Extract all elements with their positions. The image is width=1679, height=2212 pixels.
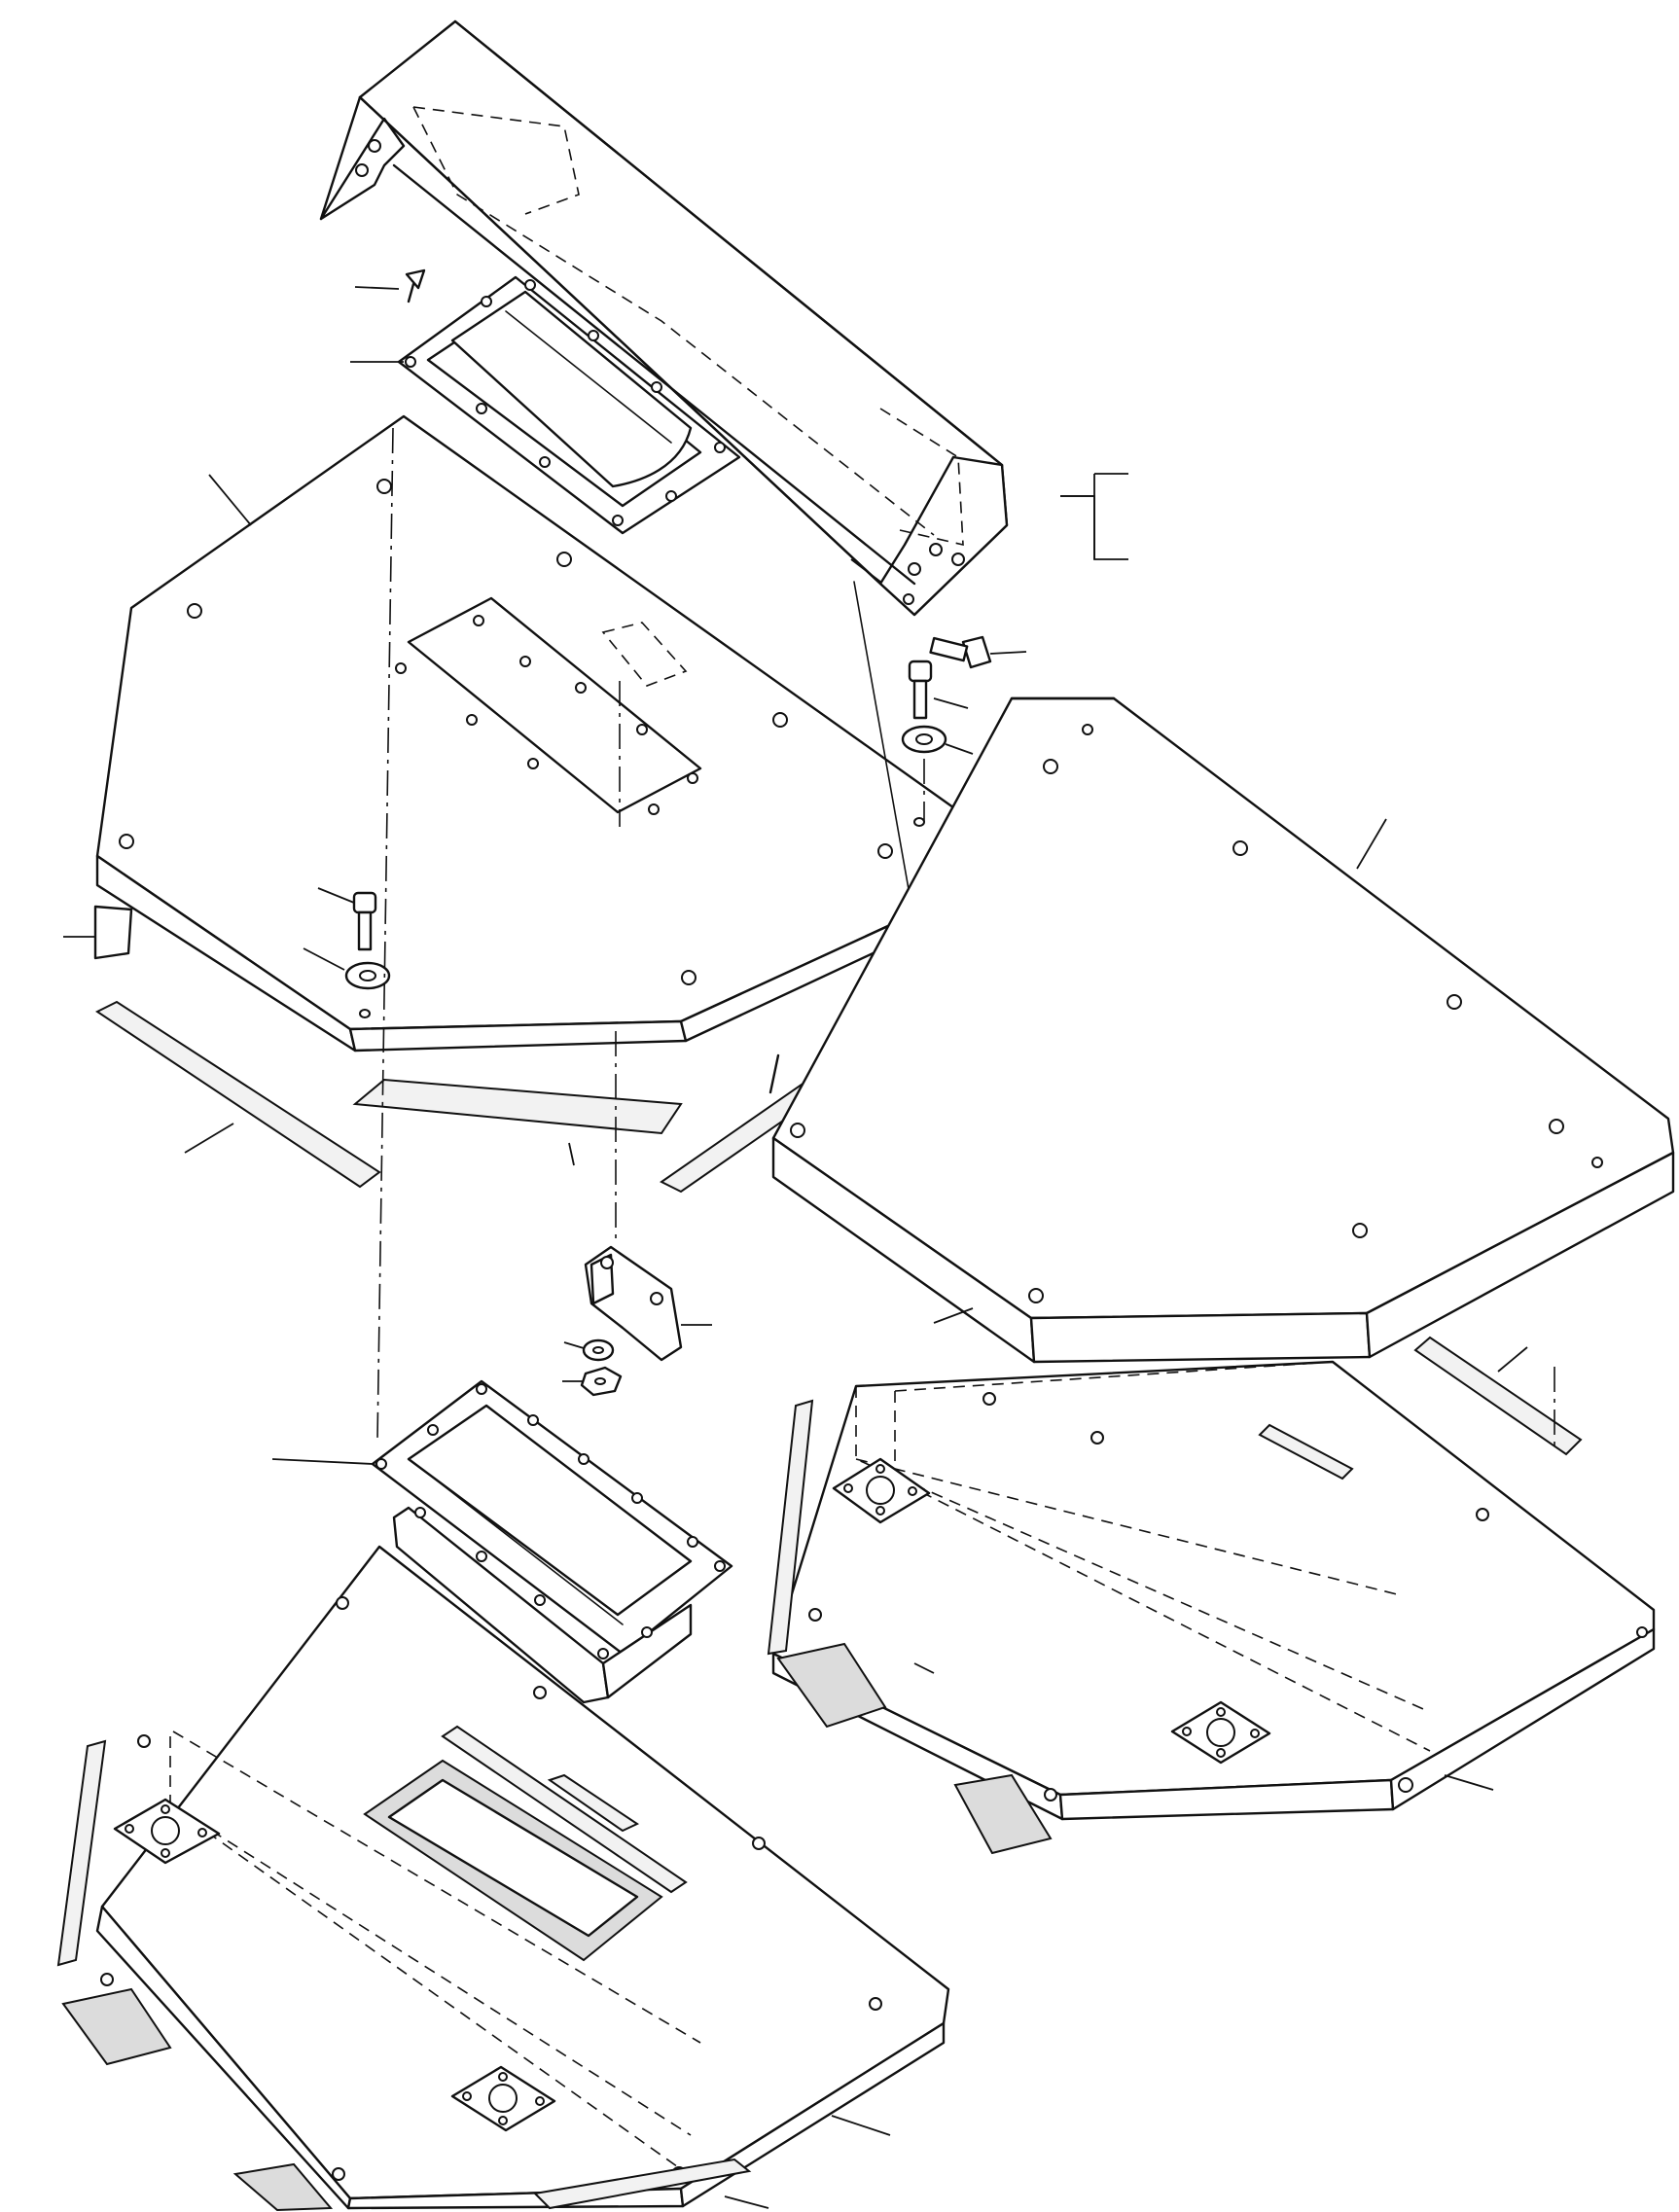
callout-leader bbox=[271, 1458, 374, 1465]
hinge-bracket bbox=[584, 1245, 683, 1362]
callout-leader bbox=[354, 286, 400, 290]
top-cover-shroud bbox=[319, 19, 1009, 617]
callout-leader bbox=[913, 1662, 935, 1674]
bolt-horizontal bbox=[929, 635, 992, 669]
callout-leader bbox=[850, 558, 881, 583]
duct-opening bbox=[363, 1759, 663, 1962]
callout-leader bbox=[724, 2195, 769, 2209]
callout-leader bbox=[989, 651, 1027, 655]
bracket-tab-left bbox=[93, 905, 133, 960]
callout-leader bbox=[933, 1307, 974, 1324]
upper-right-panel bbox=[771, 696, 1675, 1364]
mount-plate-upper bbox=[832, 1457, 931, 1524]
gasket-strip-middle bbox=[352, 1078, 683, 1135]
callout-leader bbox=[1356, 818, 1387, 870]
upper-left-panel bbox=[95, 414, 989, 1052]
callout-leader bbox=[563, 1341, 585, 1349]
mount-plate-lower bbox=[1170, 1700, 1271, 1765]
callout-leader bbox=[945, 743, 974, 755]
callout-leader bbox=[303, 947, 345, 971]
callout-leader bbox=[184, 1123, 234, 1154]
lock-washer bbox=[582, 1338, 615, 1362]
callout-leader bbox=[1497, 1346, 1528, 1373]
gasket-strip-left bbox=[95, 1000, 381, 1189]
duct-frame bbox=[371, 1379, 733, 1704]
hex-nut bbox=[580, 1366, 623, 1397]
mount-plate-left bbox=[113, 1798, 221, 1865]
vent-grille-top bbox=[397, 275, 741, 535]
alignment-line-left bbox=[376, 427, 394, 1441]
callout-leader bbox=[208, 474, 252, 526]
callout-leader bbox=[831, 2115, 891, 2136]
bolt-right bbox=[901, 660, 947, 827]
gasket-strip-far-right bbox=[1413, 1336, 1583, 1456]
bolt-left bbox=[344, 891, 391, 1018]
lower-left-panel bbox=[56, 1545, 950, 2212]
divider-mark bbox=[768, 1053, 780, 1094]
callout-leader bbox=[568, 1142, 575, 1166]
callout-leader bbox=[1444, 1774, 1494, 1791]
lower-right-panel bbox=[767, 1360, 1656, 1855]
callout-leader bbox=[317, 887, 355, 904]
gasket-strip-bottom bbox=[532, 2158, 752, 2210]
rod-line bbox=[853, 581, 915, 923]
screw bbox=[405, 268, 426, 303]
callout-leader bbox=[933, 697, 969, 709]
mount-plate-bottom bbox=[450, 2065, 556, 2132]
